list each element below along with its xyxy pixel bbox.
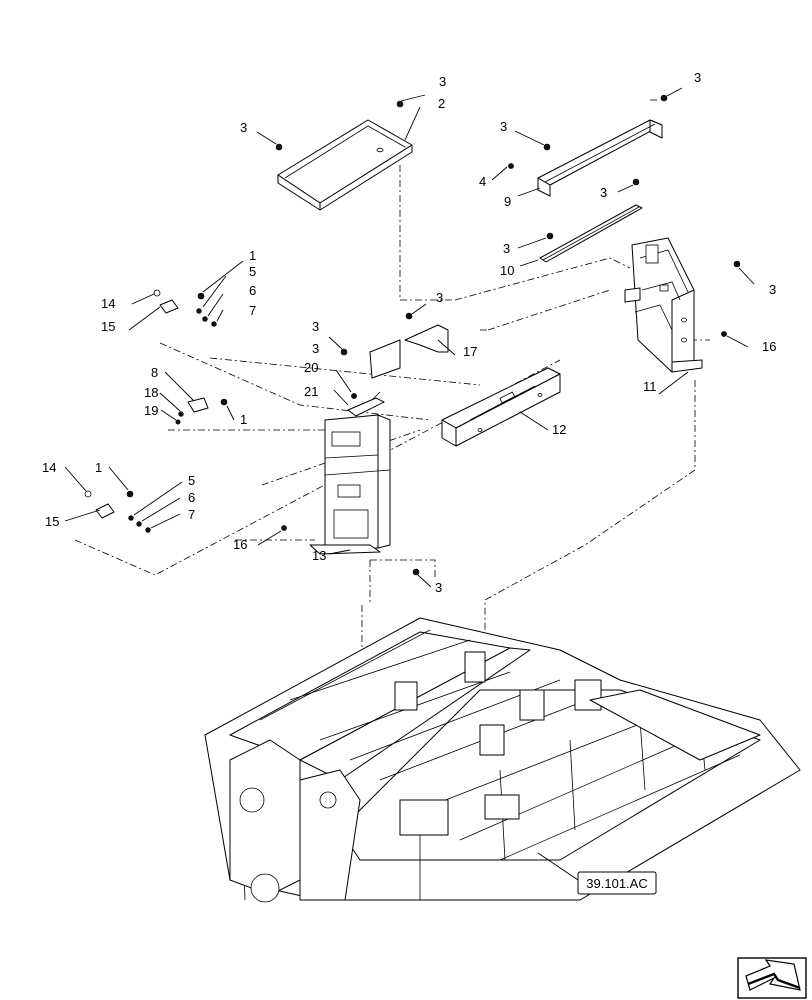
callout-1: 1 xyxy=(249,248,256,263)
hardware-bolts xyxy=(84,94,741,576)
callout-7: 7 xyxy=(249,303,256,318)
part-11-upright-bracket xyxy=(624,237,703,373)
part-10-bar xyxy=(539,204,643,263)
callout-3: 3 xyxy=(312,319,319,334)
part-17-bracket xyxy=(369,324,449,379)
part-9-top-rail xyxy=(537,119,663,197)
callout-3: 3 xyxy=(436,290,443,305)
part-21-clip xyxy=(347,391,385,417)
leader-lines xyxy=(64,87,755,881)
callout-11: 11 xyxy=(643,379,657,394)
callout-16: 16 xyxy=(233,537,247,552)
callout-13: 13 xyxy=(312,548,326,563)
callout-15: 15 xyxy=(45,514,59,529)
callout-6: 6 xyxy=(249,283,256,298)
callout-18: 18 xyxy=(144,385,158,400)
callout-4: 4 xyxy=(479,174,486,189)
callout-2: 2 xyxy=(438,96,445,111)
part-13-upright-frame xyxy=(309,414,391,555)
callout-3: 3 xyxy=(503,241,510,256)
callout-20: 20 xyxy=(304,360,318,375)
part-12-box-beam xyxy=(441,367,561,447)
callout-1: 1 xyxy=(240,412,247,427)
callout-3: 3 xyxy=(312,341,319,356)
callout-19: 19 xyxy=(144,403,158,418)
callout-9: 9 xyxy=(504,194,511,209)
callout-16: 16 xyxy=(762,339,776,354)
callout-3: 3 xyxy=(694,70,701,85)
callout-6: 6 xyxy=(188,490,195,505)
callout-14: 14 xyxy=(42,460,56,475)
machine-base-frame xyxy=(204,617,801,903)
navigation-arrow-icon[interactable] xyxy=(737,957,807,999)
callout-12: 12 xyxy=(552,422,566,437)
callout-3: 3 xyxy=(500,119,507,134)
callout-21: 21 xyxy=(304,384,318,399)
callout-17: 17 xyxy=(463,344,477,359)
callout-5: 5 xyxy=(249,264,256,279)
callout-3: 3 xyxy=(600,185,607,200)
callout-14: 14 xyxy=(101,296,115,311)
callout-3: 3 xyxy=(769,282,776,297)
callout-5: 5 xyxy=(188,473,195,488)
reference-box[interactable]: 39.101.AC xyxy=(577,871,657,895)
callout-8: 8 xyxy=(151,365,158,380)
callout-3: 3 xyxy=(240,120,247,135)
reference-label: 39.101.AC xyxy=(586,876,647,891)
callout-numbers: 3 3 2 3 3 4 9 3 3 10 3 3 3 3 17 16 11 20… xyxy=(42,70,776,595)
assembly-center-lines xyxy=(74,99,710,650)
part-2-cover-plate xyxy=(277,119,413,211)
callout-3: 3 xyxy=(435,580,442,595)
callout-7: 7 xyxy=(188,507,195,522)
callout-15: 15 xyxy=(101,319,115,334)
callout-1: 1 xyxy=(95,460,102,475)
callout-3: 3 xyxy=(439,74,446,89)
callout-10: 10 xyxy=(500,263,514,278)
